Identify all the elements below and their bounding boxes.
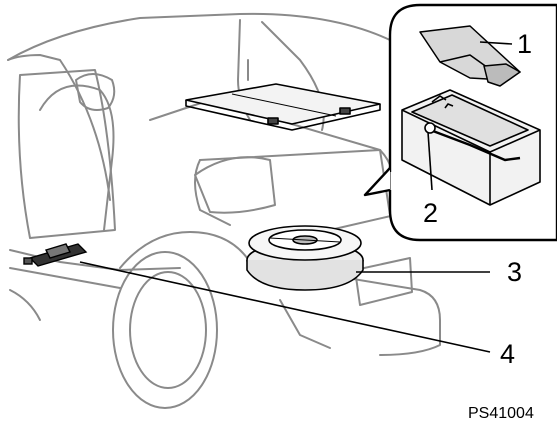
spare-tire	[246, 225, 364, 291]
leader-line-1	[479, 41, 513, 45]
jack	[23, 243, 88, 267]
callout-1: 1	[517, 29, 532, 59]
tool-tray	[401, 89, 541, 206]
tool-bag	[419, 25, 521, 87]
callout-2: 2	[423, 198, 438, 228]
figure-code: PS41004	[468, 405, 534, 422]
leader-lines	[79, 41, 513, 353]
callout-4: 4	[500, 339, 515, 369]
leader-line-2	[427, 131, 433, 191]
tonneau-cover	[185, 83, 381, 131]
vehicle-illustration	[7, 12, 441, 409]
leader-line-4	[79, 261, 491, 353]
callout-3: 3	[507, 257, 522, 287]
